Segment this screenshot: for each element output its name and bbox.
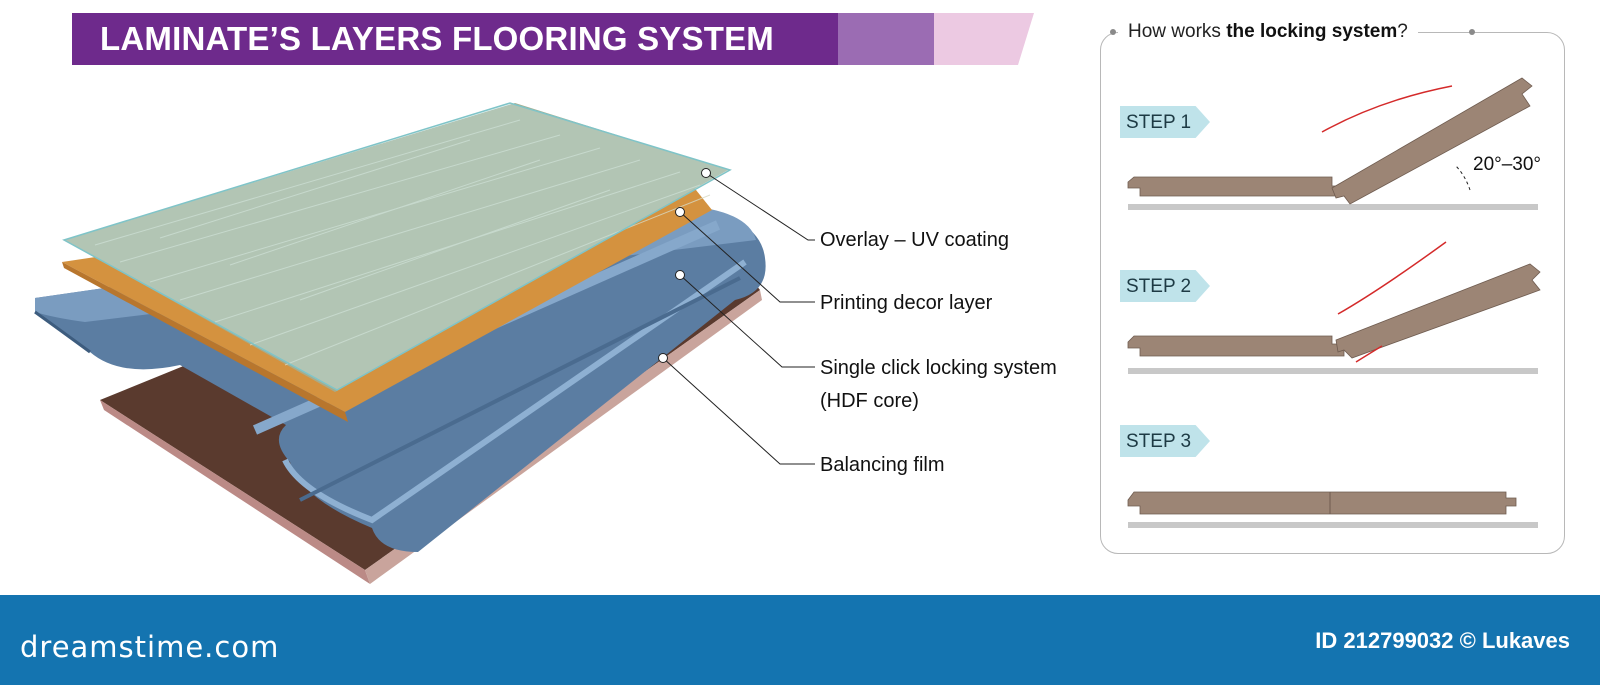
heading-suffix: ? <box>1397 21 1408 42</box>
step2-moving-plank <box>1335 263 1541 359</box>
step1-tag <box>1120 106 1210 138</box>
laminate-layers-diagram <box>34 102 815 584</box>
leader-line-film <box>662 357 815 465</box>
locking-steps-drawing <box>1127 77 1541 528</box>
step3-joined-planks <box>1127 491 1517 515</box>
leader-line-decor <box>679 211 815 303</box>
heading-bold: the locking system <box>1226 21 1398 42</box>
heading-prefix: How works <box>1128 21 1227 42</box>
step2-tag <box>1120 270 1210 302</box>
overlay-uv-layer <box>62 102 732 391</box>
title-banner <box>72 13 838 65</box>
step2-base-plank <box>1127 335 1345 357</box>
heading-dot-left <box>1110 29 1116 35</box>
decor-wood-surface <box>64 103 728 392</box>
title-banner-fade <box>838 13 934 65</box>
locking-system-heading: How works the locking system? <box>1118 21 1418 43</box>
label-balancing-film: Balancing film <box>820 454 945 476</box>
step1-moving-plank <box>1331 77 1533 205</box>
leader-line-overlay <box>705 172 815 241</box>
diagram-title: LAMINATE’S LAYERS FLOORING SYSTEM <box>100 20 774 57</box>
footer-bar <box>0 595 1600 685</box>
footer-logo: dreamstime.com <box>20 630 280 664</box>
footer-image-id: ID 212799032 © Lukaves <box>1315 628 1570 653</box>
angle-range-label: 20°–30° <box>1473 154 1542 175</box>
step3-label: STEP 3 <box>1126 431 1192 452</box>
heading-dot-right <box>1469 29 1475 35</box>
label-overlay-uv-coating: Overlay – UV coating <box>820 229 1009 251</box>
step2-label: STEP 2 <box>1126 276 1192 297</box>
label-hdf-core: (HDF core) <box>820 390 919 412</box>
step1-label: STEP 1 <box>1126 112 1192 133</box>
step1-base-plank <box>1127 176 1345 197</box>
step3-tag <box>1120 425 1210 457</box>
leader-line-core <box>679 274 815 368</box>
title-banner-tail <box>934 13 1034 65</box>
label-printing-decor-layer: Printing decor layer <box>820 292 993 314</box>
label-single-click-locking-system: Single click locking system <box>820 357 1057 379</box>
